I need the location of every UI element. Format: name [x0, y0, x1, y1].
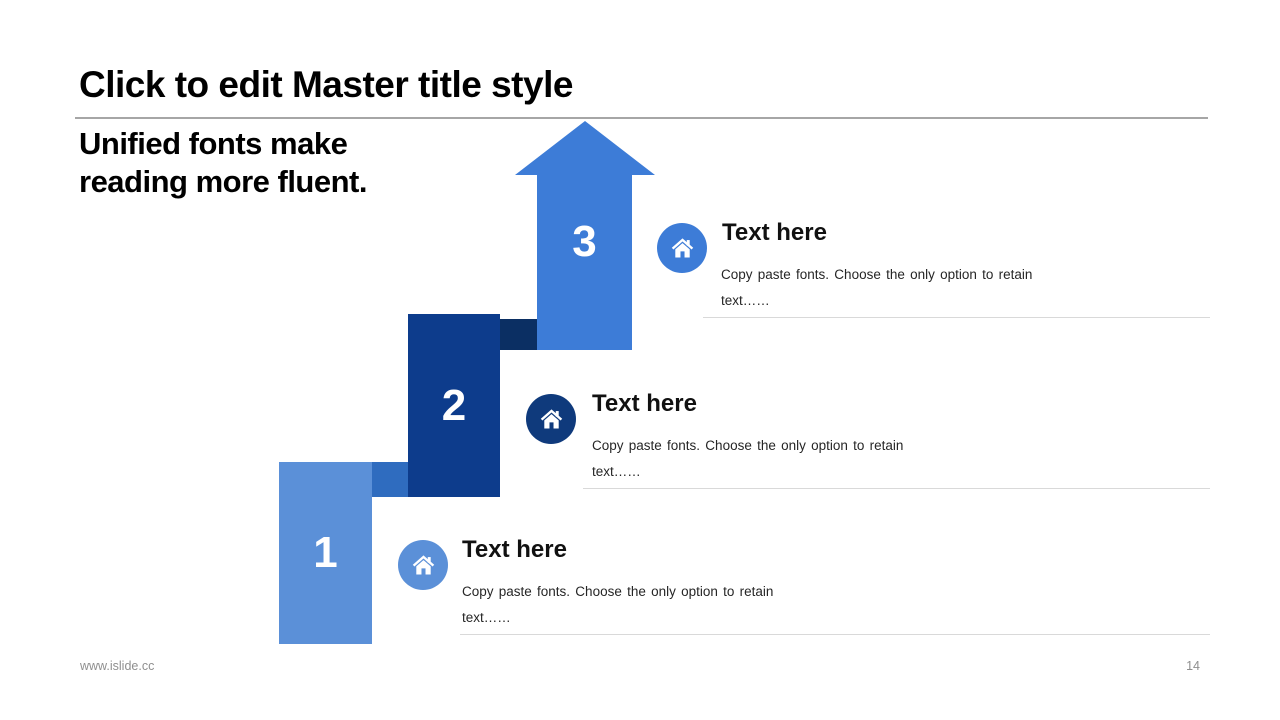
step-item-1: Text here Copy paste fonts. Choose the o…	[398, 536, 1210, 636]
home-icon	[540, 408, 562, 428]
slide-subtitle: Unified fonts make reading more fluent.	[79, 126, 367, 199]
row-divider	[583, 488, 1210, 489]
row-divider	[460, 634, 1210, 635]
step-number-2: 2	[441, 380, 467, 430]
connector-block1-block2	[372, 462, 408, 497]
row-divider	[703, 317, 1210, 318]
step-body-line2: text……	[721, 293, 770, 308]
step-body-line1: Copy paste fonts. Choose the only option…	[462, 584, 774, 599]
home-icon-badge	[657, 223, 707, 273]
home-icon-badge	[398, 540, 448, 590]
connector-block2-arrow	[500, 319, 537, 350]
step-block-2: 2	[408, 314, 500, 497]
website-url: www.islide.cc	[80, 659, 155, 673]
step-title: Text here	[592, 390, 697, 417]
step-block-1: 1	[279, 462, 372, 644]
step-body-line2: text……	[592, 464, 641, 479]
home-icon-badge	[526, 394, 576, 444]
step-number-3: 3	[572, 217, 597, 266]
up-arrow-shape	[515, 121, 655, 350]
title-divider	[75, 117, 1208, 119]
page-number: 14	[1186, 659, 1200, 673]
step-body-line2: text……	[462, 610, 511, 625]
step-number-1: 1	[313, 528, 338, 577]
step-body: Copy paste fonts. Choose the only option…	[721, 262, 1032, 314]
step-item-2: Text here Copy paste fonts. Choose the o…	[526, 390, 1210, 490]
slide-title: Click to edit Master title style	[79, 64, 573, 105]
step-item-3: Text here Copy paste fonts. Choose the o…	[657, 219, 1210, 319]
step-body: Copy paste fonts. Choose the only option…	[462, 579, 773, 631]
home-icon	[671, 237, 693, 257]
step-title: Text here	[722, 219, 827, 246]
home-icon	[412, 554, 434, 574]
step-title: Text here	[462, 536, 567, 563]
step-body-line1: Copy paste fonts. Choose the only option…	[721, 267, 1033, 282]
step-body: Copy paste fonts. Choose the only option…	[592, 433, 903, 485]
step-body-line1: Copy paste fonts. Choose the only option…	[592, 438, 904, 453]
